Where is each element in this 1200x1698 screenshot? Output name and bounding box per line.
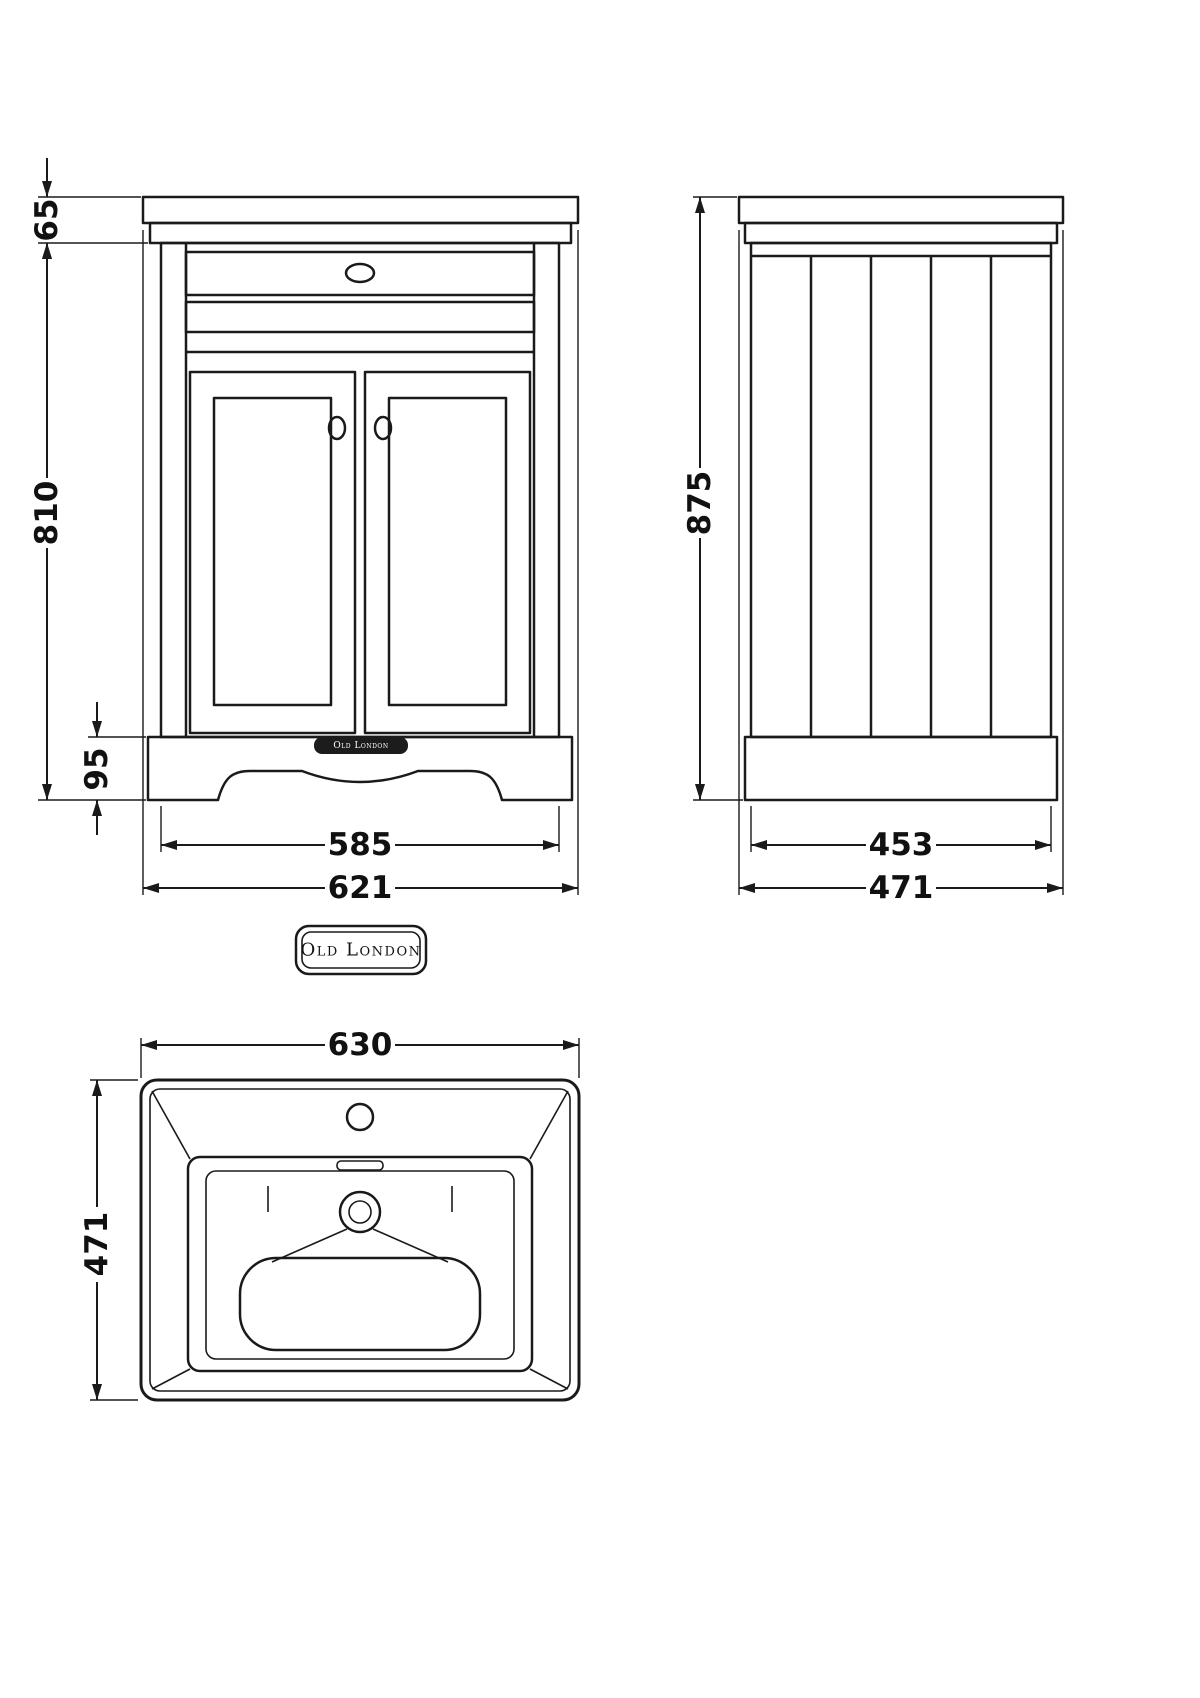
side-elevation-view bbox=[737, 195, 1065, 802]
side-worktop-moulding bbox=[743, 221, 1059, 245]
logo-badge-border-outer bbox=[294, 924, 428, 976]
front-plinth bbox=[146, 735, 574, 802]
basin-bowl-wall bbox=[205, 1170, 515, 1360]
front-worktop bbox=[141, 195, 580, 225]
front-right-door-knob bbox=[373, 415, 393, 441]
front-cabinet-body bbox=[159, 241, 561, 739]
basin-tap-hole bbox=[345, 1102, 375, 1132]
front-left-door bbox=[188, 370, 357, 735]
basin-overflow-slot bbox=[336, 1160, 384, 1171]
front-left-door-knob bbox=[327, 415, 347, 441]
basin-waste-outer bbox=[338, 1190, 382, 1234]
dim-basin-width: 630 bbox=[328, 1027, 393, 1063]
front-elevation-view: Old London bbox=[141, 195, 580, 802]
basin-rim-outer bbox=[139, 1078, 581, 1402]
dim-overall-width: 621 bbox=[328, 870, 393, 906]
dim-worktop-height: 65 bbox=[29, 198, 65, 241]
front-left-door-panel bbox=[212, 396, 333, 707]
basin-corner-slope-br bbox=[529, 1368, 569, 1390]
side-plinth bbox=[743, 735, 1059, 802]
basin-corner-slope-tr bbox=[529, 1090, 569, 1160]
logo-text: Old London bbox=[301, 940, 422, 961]
basin-bowl-opening bbox=[186, 1155, 534, 1373]
dim-cabinet-depth: 453 bbox=[869, 827, 934, 863]
basin-plan-view bbox=[139, 1078, 581, 1402]
side-worktop bbox=[737, 195, 1065, 225]
front-right-door bbox=[363, 370, 532, 735]
basin-floor-slope-right bbox=[372, 1228, 449, 1263]
basin-bowl-floor bbox=[238, 1256, 482, 1352]
side-dimensions: 875 453 471 bbox=[682, 196, 1064, 906]
side-cabinet-panel bbox=[749, 241, 1053, 739]
basin-rim-inner bbox=[149, 1088, 571, 1392]
basin-waste-inner bbox=[348, 1200, 372, 1224]
dim-cabinet-width: 585 bbox=[328, 827, 393, 863]
logo-badge: Old London bbox=[294, 924, 428, 976]
front-brand-plate-text: Old London bbox=[333, 741, 388, 751]
basin-dimensions: 630 471 bbox=[79, 1027, 580, 1401]
front-drawer-knob bbox=[344, 262, 376, 284]
basin-corner-slope-bl bbox=[151, 1368, 191, 1390]
basin-floor-slope-left bbox=[271, 1228, 348, 1263]
front-drawer bbox=[184, 250, 536, 297]
front-drawer-rail bbox=[184, 300, 536, 334]
dim-overall-height: 875 bbox=[682, 471, 718, 536]
dim-overall-depth: 471 bbox=[869, 870, 934, 906]
basin-corner-slope-tl bbox=[151, 1090, 191, 1160]
front-brand-plate bbox=[314, 737, 408, 754]
front-worktop-moulding bbox=[148, 221, 573, 245]
front-dimensions: 65 810 95 585 621 bbox=[29, 158, 579, 906]
dim-basin-depth: 471 bbox=[79, 1212, 115, 1277]
logo-badge-border-inner bbox=[301, 931, 421, 969]
dim-cabinet-height: 810 bbox=[29, 481, 65, 546]
front-right-door-panel bbox=[387, 396, 508, 707]
dim-plinth-height: 95 bbox=[79, 747, 115, 790]
